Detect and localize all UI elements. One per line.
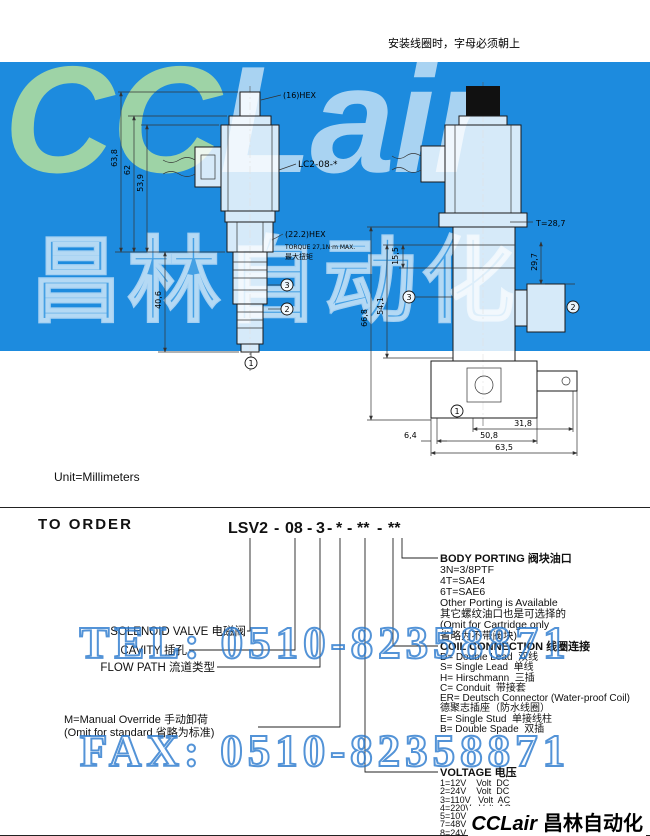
manual-override-line2: (Omit for standard 省略为标准) [64,727,215,739]
option-line: E= Single Stud 单接线柱 [440,713,552,725]
dim-31-8: 31,8 [514,419,532,428]
dim-50-8: 50,8 [480,431,498,440]
footer-brand-latin: CCLair [471,813,537,835]
option-line: D= Double Lead 双线 [440,652,539,663]
body-porting-options: BODY PORTING 阀块油口 3N=3/8PTF 4T=SAE4 6T=S… [440,553,572,642]
option-line: 3N=3/8PTF [440,564,494,576]
unit-note: Unit=Millimeters [54,470,140,484]
option-line: ER= Deutsch Connector (Water-proof Coil) [440,693,630,705]
footer-brand: CCLair 昌林自动化 [468,806,646,836]
order-code-segment: ** [388,520,401,537]
install-note: 安装线圈时，字母必须朝上 [388,36,520,50]
option-line: 3=110V Volt AC [440,794,511,805]
coil-connection-options: COIL CONNECTION 线圈连接 D= Double Lead 双线 S… [440,641,630,735]
order-code-separator: - [377,520,383,537]
brand-watermark-band [0,62,650,351]
svg-text:1: 1 [248,359,253,368]
coil-connection-title: COIL CONNECTION 线圈连接 [440,641,591,653]
to-order-heading: TO ORDER [38,516,133,533]
dim-6-4: 6,4 [404,431,417,440]
option-line: 2=24V Volt DC [440,786,510,797]
option-line: 4T=SAE4 [440,575,486,587]
option-line: C= Conduit 带接套 [440,682,526,694]
option-line: 6T=SAE6 [440,586,486,598]
option-line: 省略为不带阀块) [440,630,517,642]
option-line: 1=12V Volt DC [440,778,510,788]
dim-63-5: 63,5 [495,443,513,452]
order-code-segment: ** [357,520,370,537]
voltage-title: VOLTAGE 电压 [440,767,517,779]
label-manual-override: M=Manual Override 手动卸荷 (Omit for standar… [64,714,214,740]
option-line: S= Single Lead 单线 [440,662,534,674]
to-order-section: TO ORDER LSV2 - 08 - 3 - * - ** - ** SOL… [0,507,650,836]
order-code-separator: - [307,520,313,537]
option-line: 德聚志插座（防水线圈） [440,703,550,715]
label-flow-path: FLOW PATH 流道类型 [100,662,215,674]
manual-override-line1: M=Manual Override 手动卸荷 [64,714,208,726]
order-code-separator: - [274,520,280,537]
option-line: H= Hirschmann 三插 [440,672,535,684]
order-code-separator: - [327,520,333,537]
order-code-segment: * [336,520,343,537]
order-code-segment: 3 [316,520,325,537]
port-1-marker: 1 [450,404,464,418]
order-code-separator: - [347,520,353,537]
order-code-segment: LSV2 [228,520,269,537]
option-line: B= Double Spade 双插 [440,724,545,736]
option-line: (Omit for Cartridge only [440,619,550,631]
label-cavity: CAVITY 插孔 [120,645,187,657]
option-line: Other Porting is Available [440,597,558,609]
port-1-marker: 1 [244,352,258,370]
label-solenoid-valve: SOLENOID VALVE 电磁阀 [110,626,246,638]
option-line: 其它螺纹油口也是可选择的 [440,608,566,620]
body-porting-title: BODY PORTING 阀块油口 [440,553,572,565]
order-code-segment: 08 [285,520,303,537]
footer-brand-chinese: 昌林自动化 [543,813,643,835]
svg-text:1: 1 [454,407,459,416]
